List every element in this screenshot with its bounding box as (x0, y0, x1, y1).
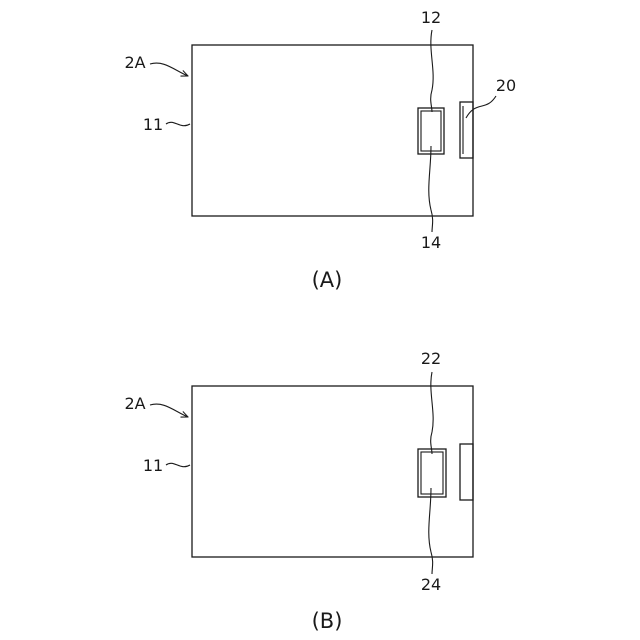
figure-caption-b: (B) (312, 609, 343, 633)
leader-11 (166, 463, 190, 466)
device-body-11 (192, 45, 473, 216)
ref-label-22: 22 (421, 349, 441, 368)
leader-11 (166, 122, 190, 125)
figure-a: 12 14 20 2A 11 (A) (124, 8, 516, 292)
ref-label-12: 12 (421, 8, 441, 27)
leader-20 (466, 96, 496, 118)
ref-label-14: 14 (421, 233, 441, 252)
arrow-2a (150, 63, 188, 76)
leader-12 (431, 30, 433, 112)
leader-24 (429, 488, 433, 574)
ref-label-11: 11 (143, 115, 163, 134)
arrow-2a (150, 404, 188, 417)
figure-caption-a: (A) (312, 268, 343, 292)
device-body-11 (192, 386, 473, 557)
leader-22 (431, 372, 433, 454)
ref-label-2a: 2A (124, 53, 145, 72)
inner-window-14 (421, 111, 441, 151)
ref-label-2a: 2A (124, 394, 145, 413)
ref-label-20: 20 (496, 76, 516, 95)
edge-part (460, 444, 473, 500)
edge-part-20 (460, 102, 473, 158)
ref-label-11: 11 (143, 456, 163, 475)
ref-label-24: 24 (421, 575, 441, 594)
outer-window-22 (418, 449, 446, 497)
figure-b: 22 24 2A 11 (B) (124, 349, 473, 633)
leader-14 (429, 146, 433, 232)
inner-window-24 (421, 452, 443, 494)
